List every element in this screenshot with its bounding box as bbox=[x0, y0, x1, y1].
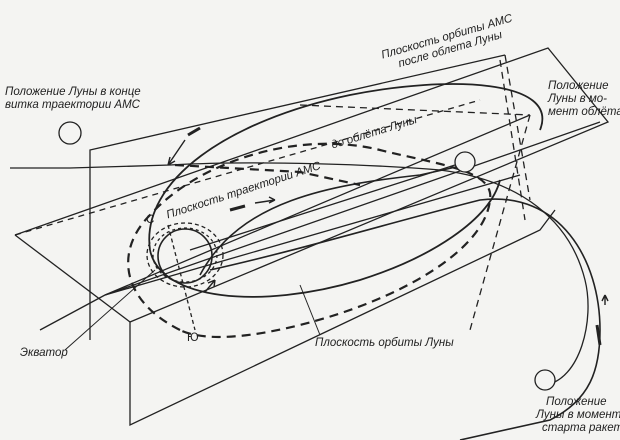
label-moon-launch: Положение Луны в момент старта ракеты bbox=[536, 396, 620, 435]
label-moon-end-of-loop: Положение Луны в конце витка траектории … bbox=[5, 86, 141, 112]
moon-at-flyby bbox=[454, 151, 476, 173]
trajectory-plane bbox=[89, 54, 531, 340]
earth-moon-line bbox=[104, 114, 531, 296]
equator-pointer bbox=[64, 269, 156, 351]
dashed-line bbox=[299, 104, 531, 116]
label-line: Луны в мо- bbox=[548, 93, 607, 105]
label-line: Положение bbox=[548, 80, 609, 92]
moon-orbit-hidden bbox=[174, 163, 361, 187]
dashed-axis bbox=[469, 114, 531, 331]
moon-orbit-path bbox=[10, 162, 589, 386]
label-moon-flyby: Положение Луны в мо- мент облёта bbox=[548, 80, 620, 119]
label-line: мент облёта bbox=[548, 106, 620, 118]
label-line: старта ракеты bbox=[542, 422, 620, 434]
moon-at-launch bbox=[534, 369, 556, 391]
label-north: С bbox=[146, 214, 155, 226]
orbit-plane-after-flyby bbox=[14, 47, 610, 323]
moon-orbit-plane bbox=[104, 121, 601, 427]
dashed-axis bbox=[499, 59, 526, 221]
label-equator: Экватор bbox=[20, 347, 68, 359]
equator-plane bbox=[14, 99, 521, 331]
label-line: витка траектории АМС bbox=[5, 99, 140, 111]
ams-trajectory-before-flyby bbox=[127, 142, 492, 339]
label-line: Положение Луны в конце bbox=[5, 86, 141, 98]
ams-orbit-after bbox=[148, 83, 544, 251]
label-line: Положение bbox=[546, 396, 607, 408]
moon-path-lower bbox=[209, 198, 601, 440]
earth bbox=[146, 222, 224, 331]
label-line: Луны в момент bbox=[536, 409, 620, 421]
label-moon-orbit-plane: Плоскость орбиты Луны bbox=[315, 337, 454, 349]
moon-end-of-loop bbox=[58, 121, 82, 145]
ams-orbit-after-lower bbox=[149, 179, 501, 298]
moon-plane-pointer bbox=[299, 284, 321, 336]
direction-arrows bbox=[167, 126, 609, 346]
ams-trajectory-inner bbox=[199, 164, 466, 276]
label-south: Ю bbox=[187, 332, 199, 344]
ams-trajectory-line bbox=[189, 164, 456, 251]
